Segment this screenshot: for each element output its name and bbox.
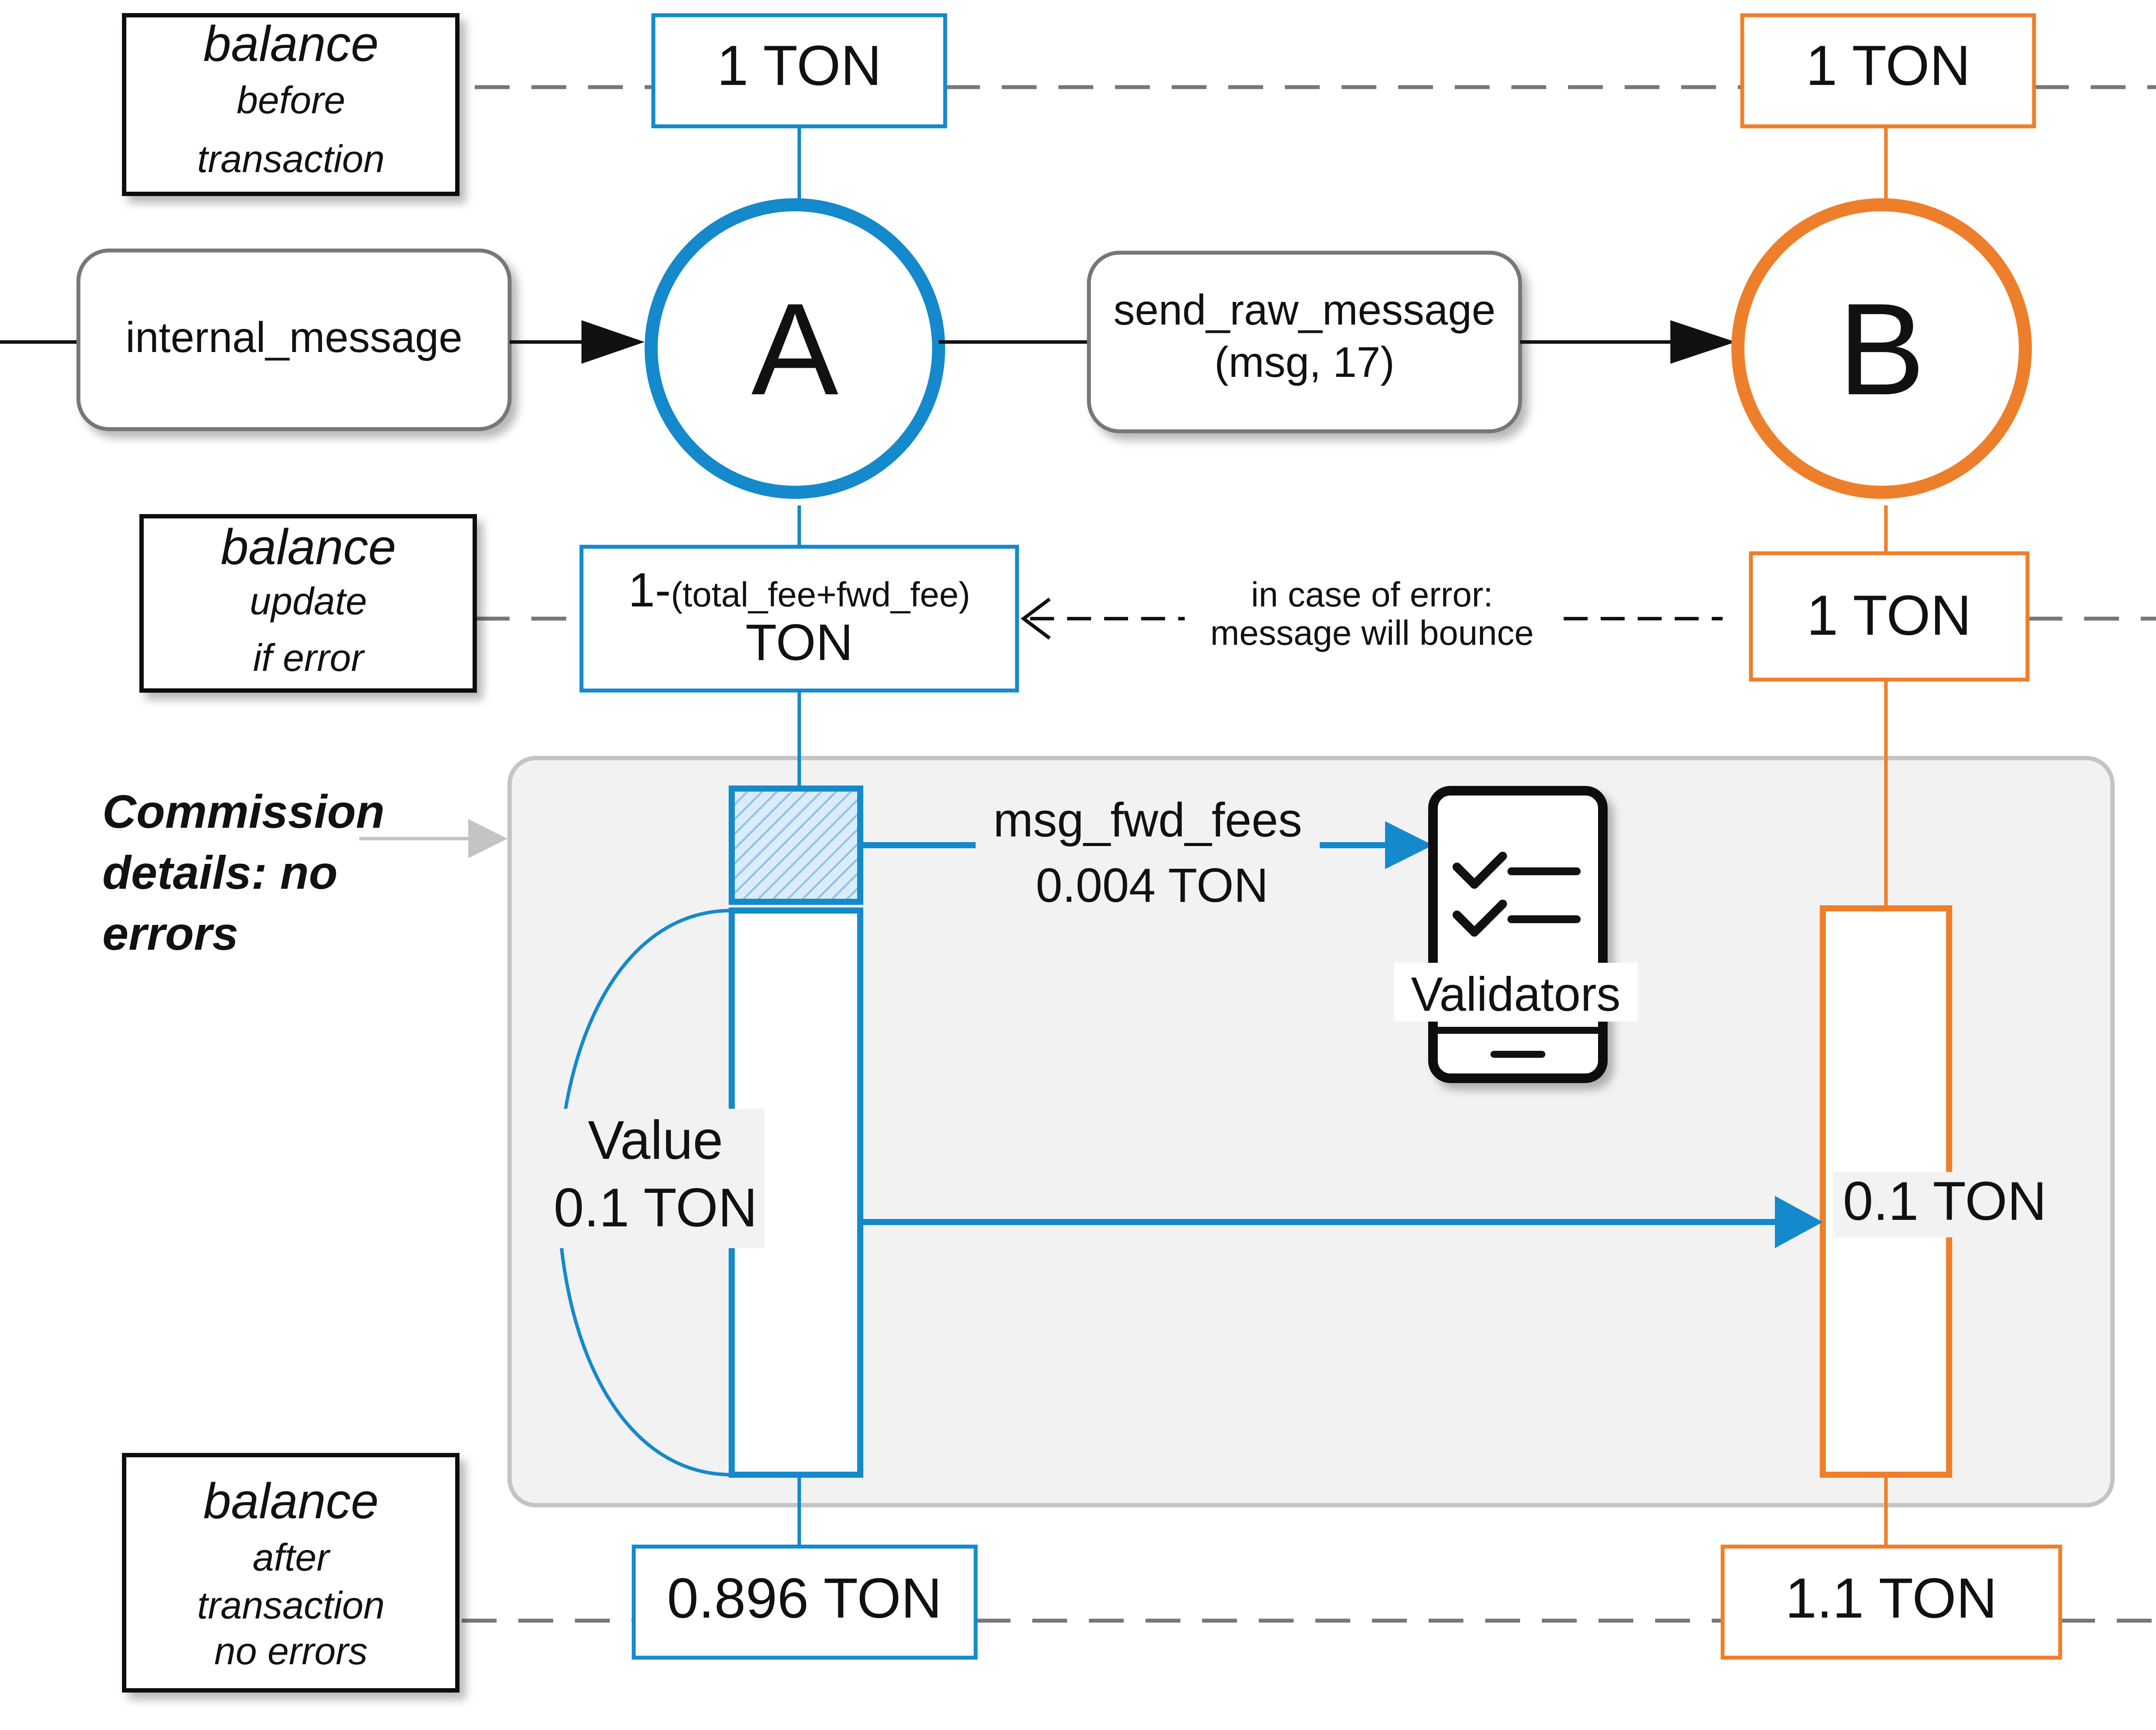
label-after-line4: no errors bbox=[214, 1629, 368, 1672]
commission-pointer bbox=[359, 819, 507, 858]
b-balance-before: 1 TON bbox=[1740, 13, 2036, 129]
label-before-line2: before bbox=[237, 78, 345, 122]
label-before: balance before transaction bbox=[122, 13, 460, 196]
a-update-detail: (total_fee+fwd_fee) bbox=[671, 575, 970, 614]
incoming-arrowhead bbox=[581, 320, 645, 364]
a-balance-update: 1-(total_fee+fwd_fee) TON bbox=[579, 545, 1019, 693]
a-update-main: 1- bbox=[629, 563, 671, 617]
bounce-arrow: in case of error: message will bounce bbox=[1021, 575, 1723, 652]
commission-panel bbox=[507, 756, 2115, 1507]
received-amount: 0.1 TON bbox=[1843, 1171, 2047, 1232]
send-line2: (msg, 17) bbox=[1214, 338, 1395, 386]
value-transfer-arrowhead bbox=[1775, 1196, 1823, 1248]
svg-text:internal_message: internal_message bbox=[125, 313, 463, 361]
b-balance-update: 1 TON bbox=[1749, 551, 2030, 682]
label-before-line1: balance bbox=[203, 16, 379, 72]
label-after-line3: transaction bbox=[197, 1584, 385, 1627]
value-label: Value bbox=[588, 1110, 723, 1171]
a-fwd-fee-block bbox=[729, 785, 863, 905]
svg-text:details: no: details: no bbox=[102, 846, 338, 899]
svg-text:1 TON: 1 TON bbox=[1807, 583, 1971, 647]
svg-text:1-(total_fee+fwd_fee): 1-(total_fee+fwd_fee) bbox=[629, 563, 970, 617]
value-amount: 0.1 TON bbox=[554, 1178, 757, 1238]
svg-text:0.896 TON: 0.896 TON bbox=[667, 1566, 942, 1630]
send-arrowhead bbox=[1670, 320, 1736, 364]
svg-text:errors: errors bbox=[102, 907, 238, 960]
fwd-fees-value: 0.004 TON bbox=[1036, 859, 1268, 912]
a-update-unit: TON bbox=[746, 614, 853, 671]
label-update: balance update if error bbox=[139, 514, 477, 693]
b-balance-after: 1.1 TON bbox=[1720, 1544, 2062, 1660]
label-before-line3: transaction bbox=[197, 137, 385, 180]
label-update-line2: update bbox=[250, 579, 367, 623]
validators-label-bg bbox=[1394, 963, 1638, 1022]
fwd-fees-label: msg_fwd_fees bbox=[993, 793, 1302, 847]
send-line1: send_raw_message bbox=[1113, 286, 1495, 334]
account-b-node: B bbox=[1731, 198, 2032, 499]
account-a-node: A bbox=[645, 198, 945, 499]
svg-text:Commission: Commission bbox=[102, 785, 385, 838]
a-balance-after: 0.896 TON bbox=[632, 1544, 978, 1660]
commission-title: Commission details: no errors bbox=[102, 785, 385, 960]
svg-text:1.1 TON: 1.1 TON bbox=[1785, 1566, 1997, 1630]
send-raw-message-box: send_raw_message (msg, 17) bbox=[1087, 251, 1522, 433]
value-label-bg bbox=[544, 1109, 764, 1248]
account-b-letter: B bbox=[1838, 276, 1925, 422]
svg-text:1 TON: 1 TON bbox=[717, 34, 882, 97]
fwd-fee-arrow bbox=[860, 821, 1433, 869]
label-after: balance after transaction no errors bbox=[122, 1453, 460, 1693]
received-label-bg bbox=[1834, 1172, 2051, 1237]
internal-message-box: internal_message bbox=[76, 248, 512, 431]
a-balance-before: 1 TON bbox=[651, 13, 947, 129]
validators-label: Validators bbox=[1411, 968, 1621, 1021]
tablet-checklist-icon bbox=[1428, 786, 1608, 1083]
label-after-line1: balance bbox=[203, 1473, 379, 1529]
label-after-line2: after bbox=[253, 1536, 331, 1579]
account-a-letter: A bbox=[751, 276, 839, 422]
svg-text:1 TON: 1 TON bbox=[1806, 34, 1970, 97]
bounce-line1: in case of error: bbox=[1251, 575, 1493, 614]
bounce-line2: message will bounce bbox=[1210, 613, 1534, 652]
label-update-line1: balance bbox=[221, 519, 396, 575]
balance-lines bbox=[462, 85, 2156, 1623]
label-update-line3: if error bbox=[253, 636, 365, 679]
